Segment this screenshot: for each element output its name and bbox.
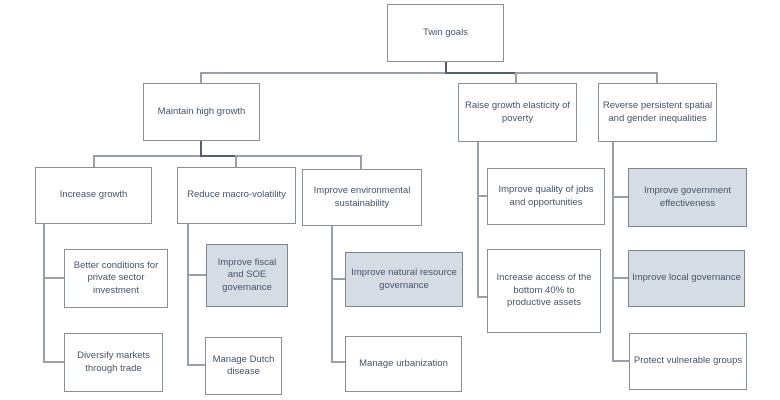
connector — [612, 360, 629, 362]
connector — [477, 195, 487, 197]
connector — [200, 155, 237, 157]
connector — [656, 72, 658, 83]
connector — [43, 224, 45, 363]
node-improve-local-governance: Improve local governance — [628, 250, 745, 307]
node-reverse-inequalities: Reverse persistent spatial and gender in… — [598, 83, 717, 142]
connector — [43, 277, 64, 279]
node-improve-fiscal-soe: Improve fiscal and SOE governance — [206, 244, 288, 307]
node-better-conditions: Better conditions for private sector inv… — [64, 249, 168, 308]
connector — [200, 72, 202, 83]
node-increase-access-bottom40: Increase access of the bottom 40% to pro… — [487, 249, 601, 333]
connector — [477, 296, 487, 298]
connector — [201, 72, 658, 74]
connector — [187, 224, 189, 366]
connector — [445, 72, 517, 74]
connector — [477, 142, 479, 298]
connector — [331, 361, 345, 363]
connector — [360, 155, 362, 169]
connector — [445, 62, 447, 73]
connector — [331, 278, 345, 280]
node-increase-growth: Increase growth — [35, 167, 152, 224]
connector — [187, 274, 206, 276]
connector — [93, 155, 95, 167]
connector — [612, 277, 628, 279]
connector — [43, 361, 64, 363]
node-raise-growth-elasticity: Raise growth elasticity of poverty — [458, 83, 577, 142]
connector — [331, 226, 333, 363]
node-manage-dutch-disease: Manage Dutch disease — [205, 337, 282, 395]
node-improve-quality-jobs: Improve quality of jobs and opportunitie… — [487, 168, 605, 225]
connector — [612, 196, 628, 198]
connector — [235, 155, 237, 167]
node-diversify-markets: Diversify markets through trade — [64, 333, 163, 392]
node-twin-goals: Twin goals — [387, 4, 504, 62]
connector — [515, 72, 517, 83]
connector — [200, 141, 202, 156]
node-improve-gov-effectiveness: Improve government effectiveness — [628, 168, 747, 227]
connector — [612, 142, 614, 362]
connector — [187, 364, 205, 366]
node-improve-natural-resource: Improve natural resource governance — [345, 252, 463, 307]
node-reduce-macro-volatility: Reduce macro-volatility — [177, 167, 296, 224]
node-improve-env-sustainability: Improve environmental sustainability — [302, 169, 422, 226]
node-manage-urbanization: Manage urbanization — [345, 336, 462, 392]
node-protect-vulnerable-groups: Protect vulnerable groups — [629, 333, 747, 390]
node-maintain-high-growth: Maintain high growth — [143, 83, 260, 141]
